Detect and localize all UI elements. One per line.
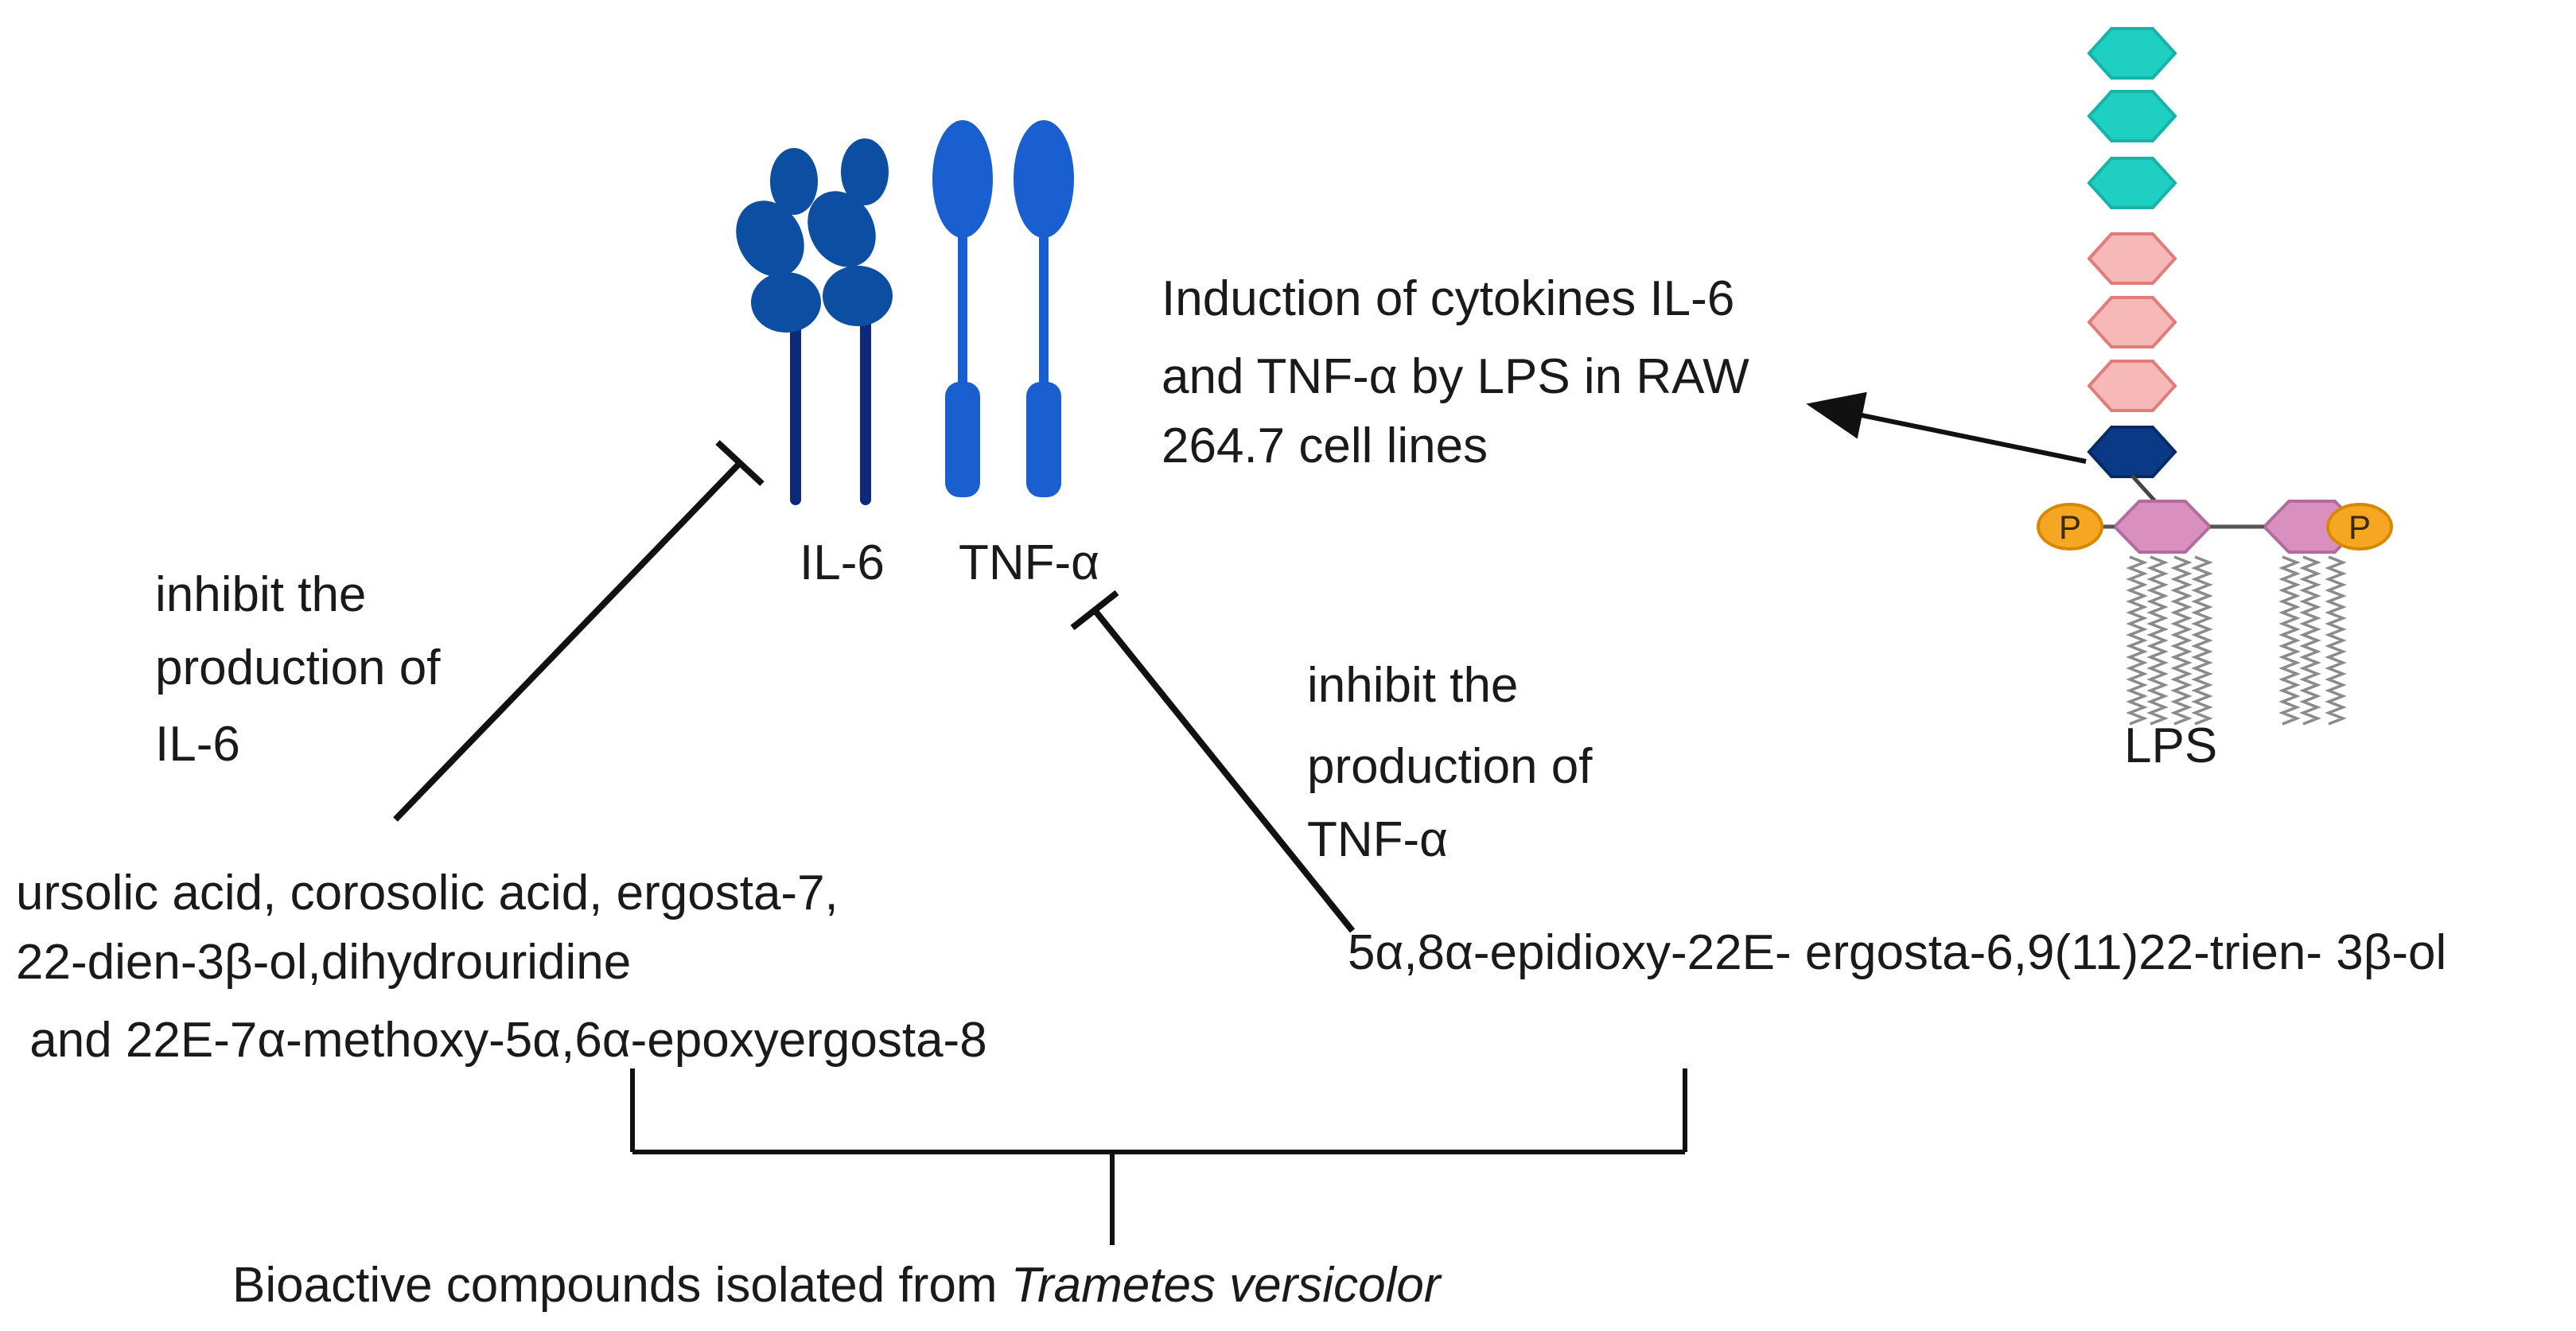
compound-right: 5α,8α-epidioxy-22E- ergosta-6,9(11)22-tr… — [1348, 925, 2447, 980]
compounds-left-line-2: 22-dien-3β-ol,dihydrouridine — [16, 935, 632, 990]
il6-receptor-right — [807, 138, 893, 505]
inhibit-tnf-line-1: inhibit the — [1307, 658, 1519, 713]
lps-fatty-acid-chain — [2299, 555, 2321, 726]
phosphate-icon-left — [2037, 503, 2103, 551]
lps-fatty-acid-chain — [2325, 555, 2347, 726]
inhibit-il6-line — [393, 440, 765, 822]
lps-fatty-acid-chain — [2278, 555, 2301, 726]
footer-species: Trametes versicolor — [1010, 1258, 1441, 1313]
lps-fatty-acid-chain — [2146, 555, 2169, 726]
lps-pink-sugar — [2087, 232, 2177, 285]
tnf-receptor-left — [932, 120, 993, 497]
lps-induction-line-3: 264.7 cell lines — [1162, 418, 1488, 473]
lps-label: LPS — [2124, 718, 2218, 773]
tnf-receptor-right — [1014, 120, 1074, 497]
lps-pink-sugar — [2087, 360, 2177, 412]
inhibit-tnf-line-3: TNF-α — [1307, 812, 1449, 867]
lps-fatty-acid-chain — [2126, 555, 2148, 726]
tnf-label: TNF-α — [959, 535, 1100, 590]
footer-prefix: Bioactive compounds isolated from — [232, 1258, 1011, 1313]
lps-teal-sugar — [2087, 27, 2177, 80]
lps-fatty-acid-chain — [2191, 555, 2213, 726]
phosphate-icon-right — [2326, 503, 2393, 551]
il6-receptor-left — [736, 148, 821, 505]
lps-induction-line-2: and TNF-α by LPS in RAW — [1162, 349, 1749, 404]
lps-induction-arrow — [1806, 391, 2087, 464]
inhibit-il6-line-3: IL-6 — [155, 717, 240, 772]
compounds-left-line-3: and 22E-7α-methoxy-5α,6α-epoxyergosta-8 — [16, 1013, 987, 1068]
inhibit-il6-line-1: inhibit the — [155, 567, 367, 622]
phosphate-icon-left-label: P — [2059, 508, 2081, 546]
lps-teal-sugar — [2087, 90, 2177, 142]
phosphate-icon-right-label: P — [2348, 508, 2371, 546]
inhibit-tnf-line — [1070, 590, 1356, 933]
compounds-left-line-1: ursolic acid, corosolic acid, ergosta-7, — [16, 866, 839, 920]
lps-induction-line-1: Induction of cytokines IL-6 — [1162, 271, 1735, 326]
compounds-bracket — [630, 1068, 1687, 1245]
lps-lipid-a-left — [2112, 500, 2212, 554]
lps-fatty-acid-chain — [2170, 555, 2193, 726]
inhibit-tnf-line-2: production of — [1307, 739, 1593, 794]
inhibit-il6-line-2: production of — [155, 640, 441, 695]
il6-label: IL-6 — [800, 535, 885, 590]
lps-core-sugar — [2087, 426, 2177, 478]
lps-teal-sugar — [2087, 157, 2177, 209]
footer-caption: Bioactive compounds isolated from Tramet… — [232, 1247, 1440, 1324]
lps-pink-sugar — [2087, 296, 2177, 348]
